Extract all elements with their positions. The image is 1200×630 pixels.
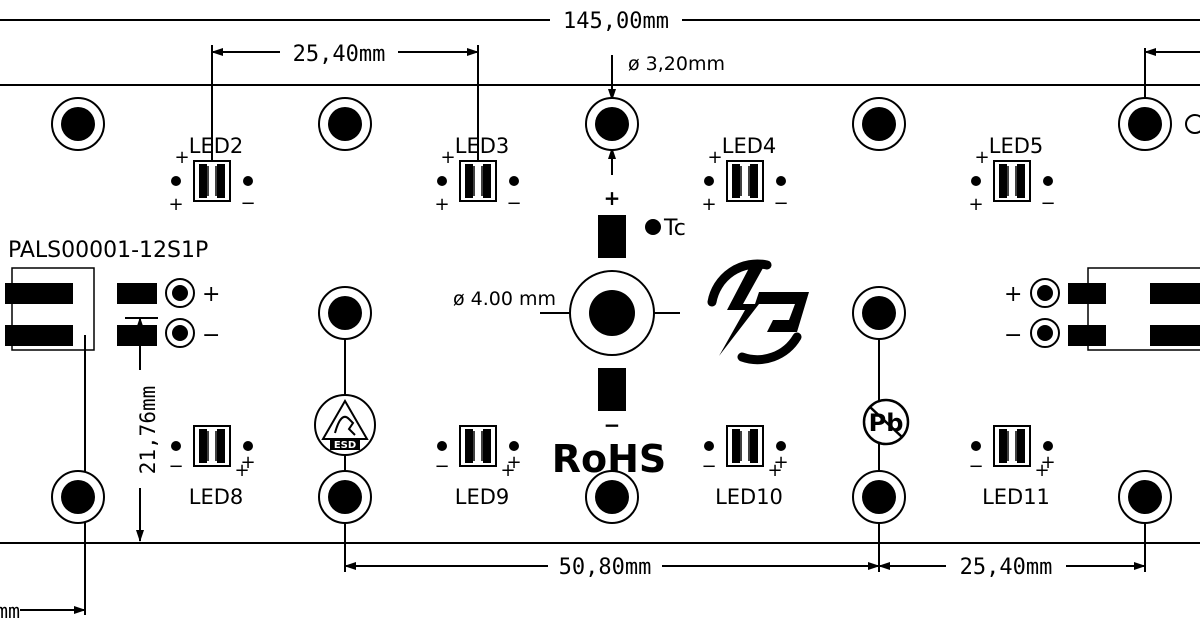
hole [318, 286, 372, 340]
led-row-top: ++−LED2++−LED3++−LED4++−LED5 [168, 134, 1055, 215]
svg-text:21,76mm: 21,76mm [136, 386, 160, 475]
led-minus-mark: − [434, 456, 449, 477]
dim-hole-small: ø 3,20mm [608, 53, 725, 175]
led-footprint: − ++ LED9 [434, 425, 522, 509]
connector-right: + − [1004, 267, 1200, 351]
led-label: LED8 [189, 485, 244, 509]
led-footprint: + + − LED5 [968, 134, 1055, 215]
hole [318, 97, 372, 151]
connector-right-minus: − [1004, 323, 1022, 348]
connector-right-plus: + [1004, 282, 1022, 307]
hole [852, 470, 906, 524]
led-label: LED5 [989, 134, 1044, 158]
svg-text:mm: mm [0, 599, 20, 623]
center-pad-bottom [598, 368, 626, 411]
led-plus-mark: + [434, 194, 449, 215]
hole [318, 470, 372, 524]
led-plus-mark: + [974, 147, 989, 168]
led-plus-mark: + [968, 194, 983, 215]
tc-dot [645, 219, 661, 235]
hole-partial [1185, 114, 1200, 134]
connector-left-minus: − [202, 323, 220, 348]
led-plus-mark: + [701, 194, 716, 215]
rohs-label: RoHS [552, 437, 667, 481]
led-minus-mark: − [773, 193, 788, 214]
led-plus-mark: + [506, 452, 521, 473]
dim-total-width: 145,00mm [0, 9, 1200, 34]
esd-symbol: ESD [314, 394, 376, 456]
connector-left: + − [5, 267, 220, 351]
led-plus-mark: + [1040, 452, 1055, 473]
led-minus-mark: − [168, 456, 183, 477]
led-plus-mark: + [707, 147, 722, 168]
led-footprint: − ++ LED8 [168, 425, 256, 509]
led-label: LED11 [982, 485, 1050, 509]
hole [1118, 470, 1172, 524]
mounting-holes [51, 97, 1200, 524]
led-row-bottom: −++LED8−++LED9−++LED10−++LED11 [168, 425, 1056, 509]
svg-text:145,00mm: 145,00mm [563, 9, 669, 34]
led-plus-mark: + [773, 452, 788, 473]
center-minus-mark: − [604, 413, 621, 437]
dim-board-height: 21,76mm [125, 317, 160, 542]
led-plus-mark: + [174, 147, 189, 168]
hole [852, 97, 906, 151]
led-plus-mark: + [240, 452, 255, 473]
led-footprint: + + − LED4 [701, 134, 788, 215]
part-number: PALS00001-12S1P [8, 238, 208, 263]
dim-led-pitch-top: 25,40mm [211, 42, 479, 160]
hole [585, 97, 639, 151]
hole [1118, 97, 1172, 151]
led-label: LED4 [722, 134, 777, 158]
led-plus-mark: + [500, 460, 515, 481]
svg-text:ESD: ESD [334, 440, 356, 451]
led-footprint: − ++ LED11 [968, 425, 1056, 509]
led-label: LED3 [455, 134, 510, 158]
led-plus-mark: + [1034, 460, 1049, 481]
dim-pitch-bottom-long: 50,80mm [344, 335, 880, 580]
svg-text:25,40mm: 25,40mm [960, 555, 1053, 580]
hole [585, 470, 639, 524]
pb-free-symbol: Pb [862, 398, 910, 446]
hole-center [569, 270, 655, 356]
led-label: LED10 [715, 485, 783, 509]
led-minus-mark: − [1040, 193, 1055, 214]
center-pad-top [598, 215, 626, 258]
led-footprint: + + − LED3 [434, 134, 521, 215]
led-footprint: − ++ LED10 [701, 425, 789, 509]
led-plus-mark: + [234, 460, 249, 481]
hole [51, 97, 105, 151]
led-footprint: + + − LED2 [168, 134, 255, 215]
company-logo [707, 259, 809, 365]
tc-label: Tc [663, 216, 686, 241]
dim-top-right-partial [1144, 48, 1200, 105]
center-plus-mark: + [604, 186, 621, 210]
led-minus-mark: − [506, 193, 521, 214]
led-minus-mark: − [240, 193, 255, 214]
connector-left-plus: + [202, 282, 220, 307]
led-label: LED2 [189, 134, 244, 158]
led-plus-mark: + [168, 194, 183, 215]
led-minus-mark: − [968, 456, 983, 477]
dim-pitch-bottom-short: 25,40mm [878, 510, 1146, 580]
led-plus-mark: + [440, 147, 455, 168]
hole [852, 286, 906, 340]
svg-text:ø 4.00 mm: ø 4.00 mm [453, 288, 556, 310]
hole [51, 470, 105, 524]
led-plus-mark: + [767, 460, 782, 481]
svg-text:ø 3,20mm: ø 3,20mm [628, 53, 725, 75]
svg-text:25,40mm: 25,40mm [293, 42, 386, 67]
svg-text:50,80mm: 50,80mm [559, 555, 652, 580]
led-minus-mark: − [701, 456, 716, 477]
led-label: LED9 [455, 485, 510, 509]
